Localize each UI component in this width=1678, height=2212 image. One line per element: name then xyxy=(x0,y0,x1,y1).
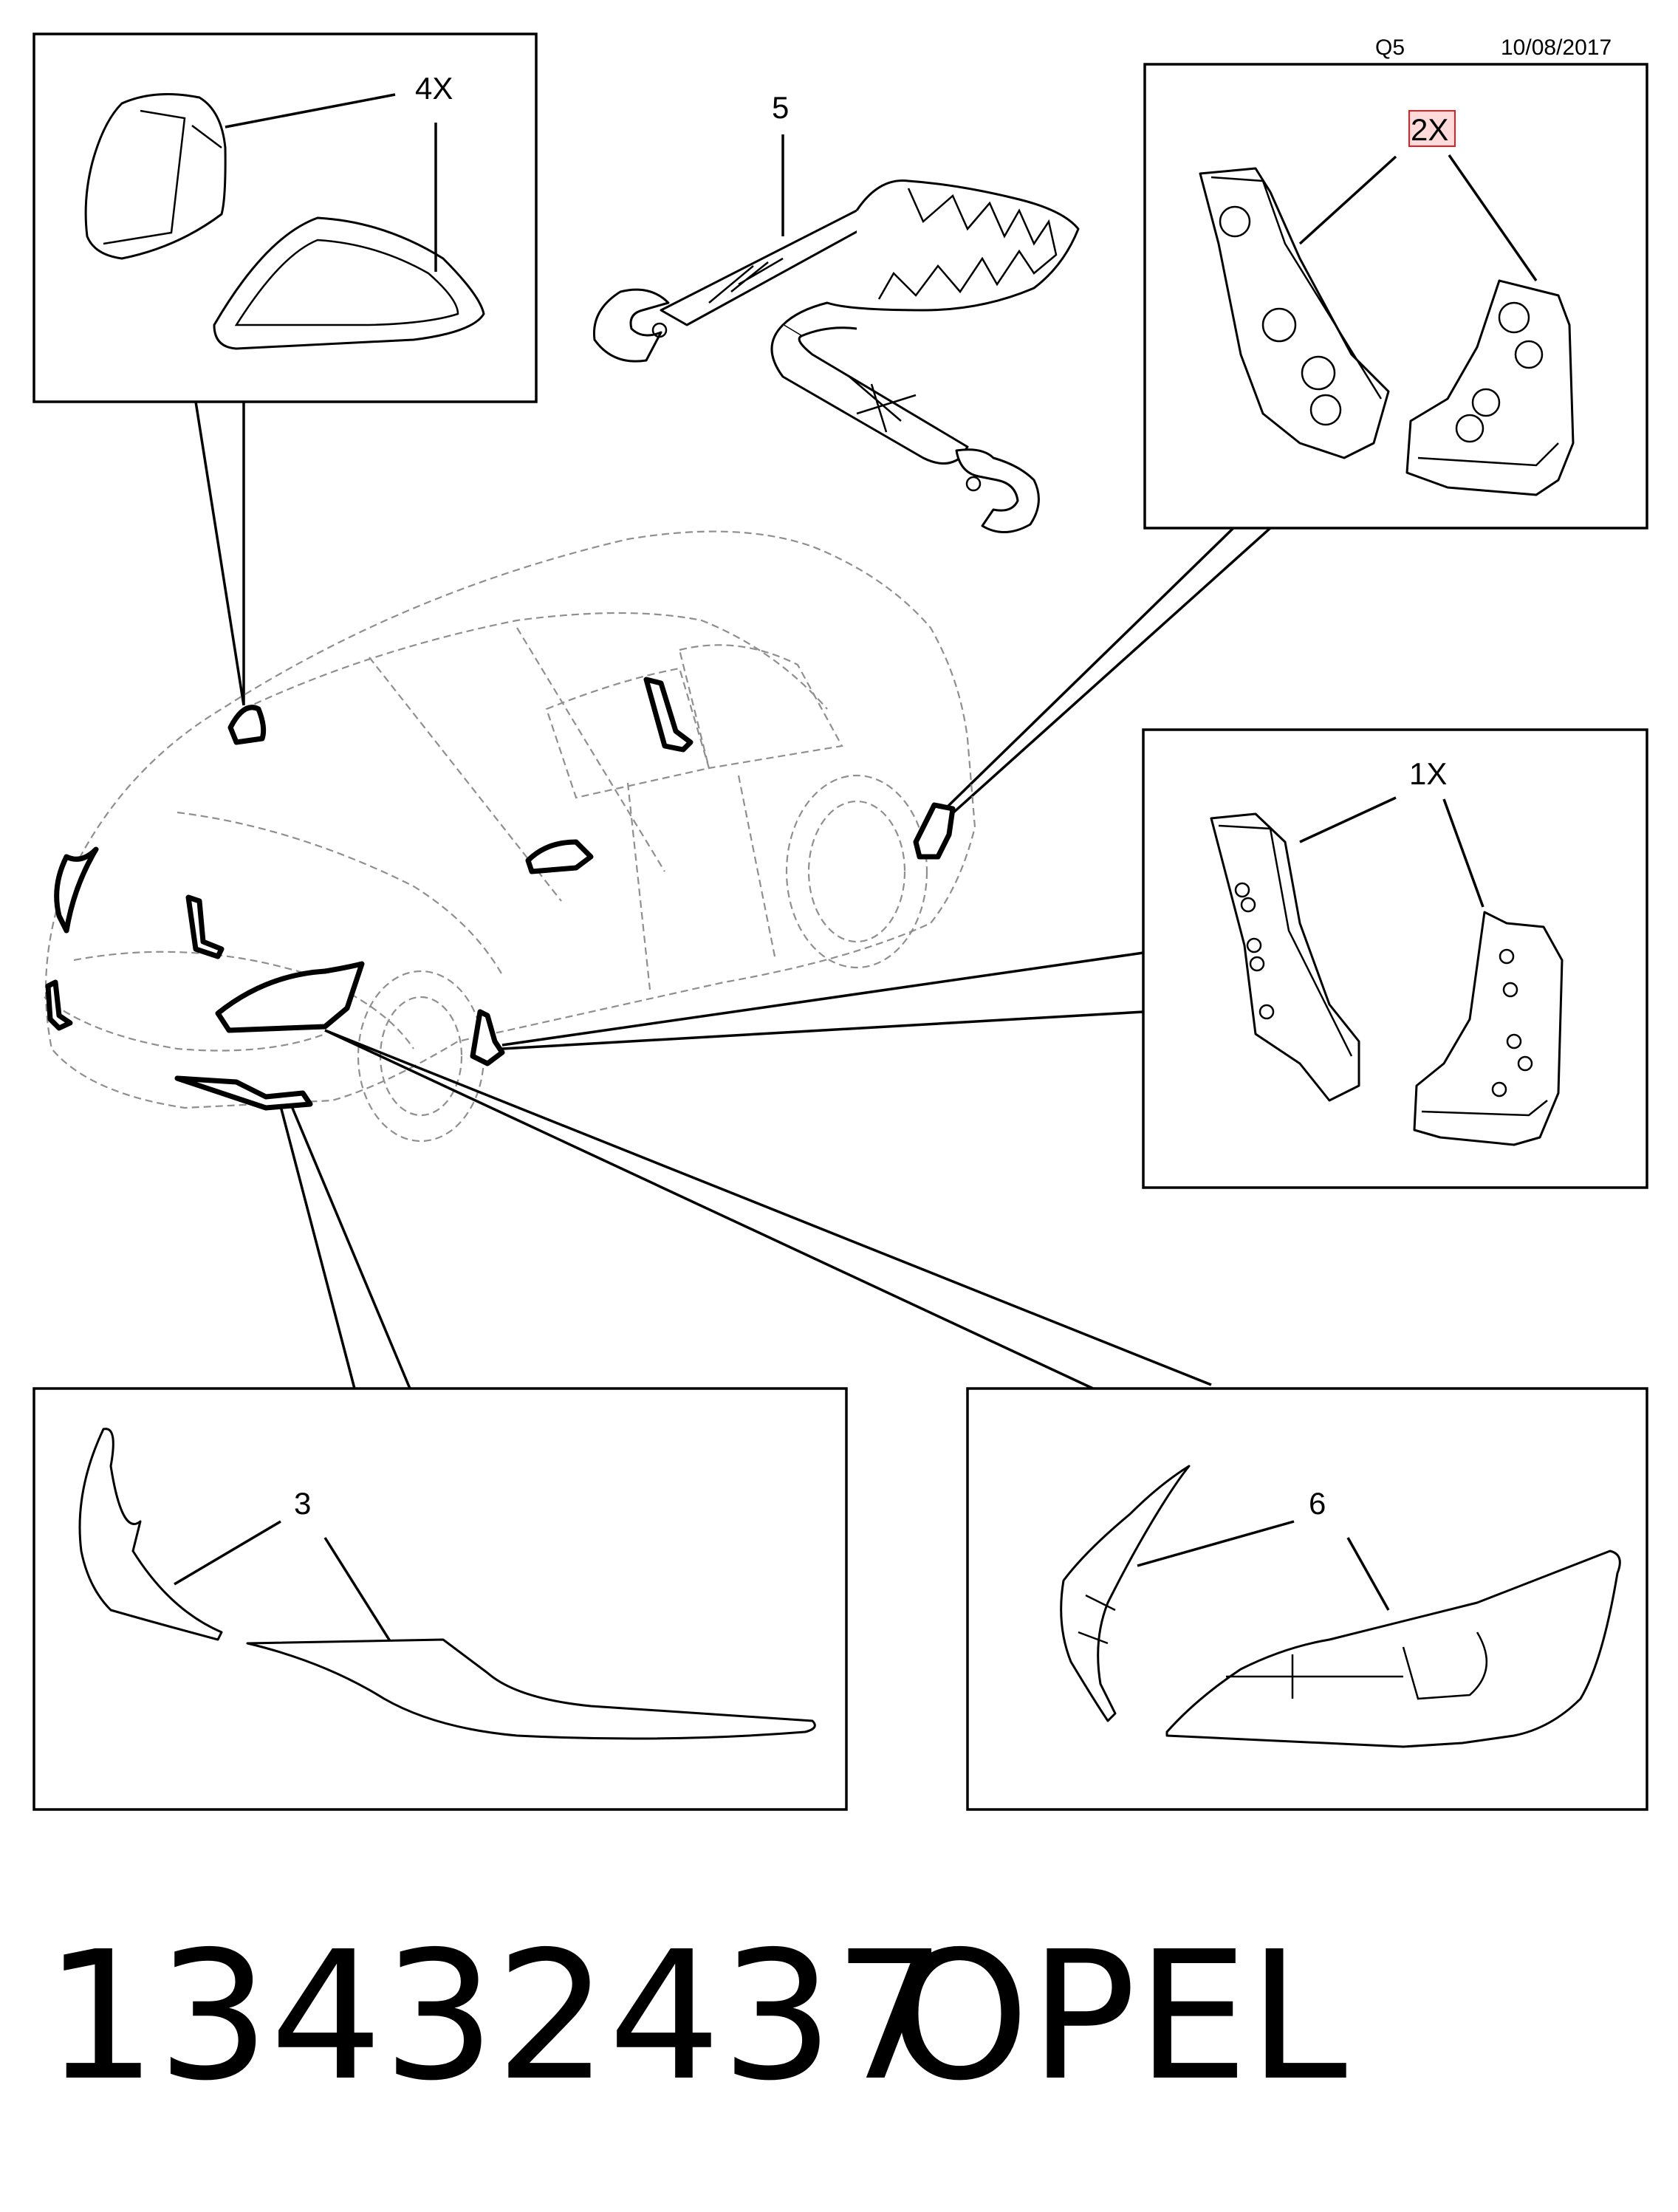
front-mudflaps-detail: 1X xyxy=(1142,728,1648,1189)
header-date: 10/08/2017 xyxy=(1501,35,1612,60)
car-mounted-parts xyxy=(45,677,956,1111)
callout-5: 5 xyxy=(772,90,789,125)
callout-6: 6 xyxy=(1309,1486,1326,1521)
rear-mudflaps-detail: 2X xyxy=(1143,63,1648,530)
fog-light-trim-icon xyxy=(78,1428,816,1740)
callout-3: 3 xyxy=(294,1486,311,1521)
tow-rope-part: 5 xyxy=(592,90,1080,533)
detail-box xyxy=(1143,63,1648,530)
mudflap-icon xyxy=(1210,812,1564,1146)
footer-brand: OPEL xyxy=(890,1913,1347,2120)
light-trim-detail: 6 xyxy=(966,1387,1648,1811)
callout-2x: 2X xyxy=(1411,112,1448,147)
header-code: Q5 xyxy=(1375,35,1405,60)
highlight-marker xyxy=(1408,110,1456,147)
tow-rope-icon xyxy=(592,179,1080,533)
detail-box xyxy=(1142,728,1648,1189)
callout-1x: 1X xyxy=(1409,756,1447,791)
mudflap-icon xyxy=(1199,167,1575,496)
car-outline-icon xyxy=(44,530,976,1143)
mirror-caps-detail: 4X xyxy=(32,32,538,403)
headlight-trim-icon xyxy=(1060,1465,1621,1748)
mirror-cap-icon xyxy=(84,93,485,350)
fog-trim-detail: 3 xyxy=(32,1387,848,1811)
footer-part-number: 13432437 xyxy=(44,1913,947,2120)
callout-4x: 4X xyxy=(415,71,453,106)
